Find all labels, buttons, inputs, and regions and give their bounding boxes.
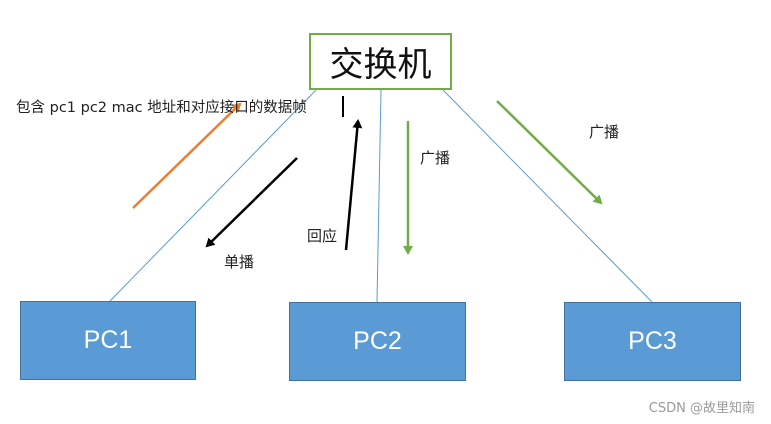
link-switch-pc2 <box>376 89 382 303</box>
broadcast-pc3-annotation: 广播 <box>589 123 620 141</box>
text-cursor <box>342 96 344 117</box>
frame-info-annotation: 包含 pc1 pc2 mac 地址和对应接口的数据帧 <box>16 100 307 116</box>
pc2-node: PC2 <box>289 302 466 381</box>
arrow-reply-pc2-to-switch <box>344 119 363 251</box>
switch-node: 交换机 <box>309 33 452 90</box>
arrow-unicast-to-pc1 <box>205 157 298 248</box>
link-switch-pc3 <box>442 89 653 303</box>
pc1-node: PC1 <box>20 301 196 380</box>
watermark: CSDN @故里知南 <box>648 401 755 416</box>
pc3-label: PC3 <box>628 327 677 355</box>
unicast-annotation: 单播 <box>224 253 255 271</box>
switch-label: 交换机 <box>329 45 432 85</box>
arrow-broadcast-to-pc3 <box>496 100 603 205</box>
link-switch-pc1 <box>109 89 317 302</box>
reply-annotation: 回应 <box>307 227 338 245</box>
arrow-pc1-to-switch <box>132 102 242 209</box>
pc2-label: PC2 <box>353 327 402 355</box>
broadcast-pc2-annotation: 广播 <box>420 149 451 167</box>
pc1-label: PC1 <box>83 326 133 354</box>
pc3-node: PC3 <box>564 302 741 381</box>
